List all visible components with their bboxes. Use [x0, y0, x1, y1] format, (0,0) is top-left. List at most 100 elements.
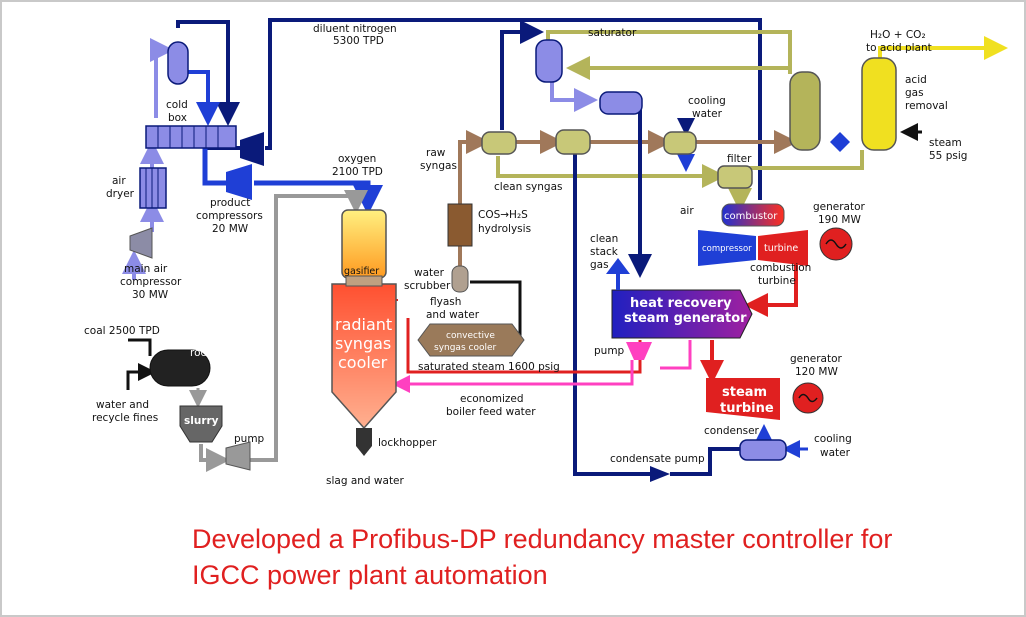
air-dryer — [139, 167, 167, 209]
label-clean-syngas: clean syngas — [494, 181, 563, 193]
label-generator-bottom-mw: 120 MW — [795, 366, 838, 378]
label-air: air — [680, 205, 694, 217]
label-main-air-3: 30 MW — [132, 289, 169, 301]
label-gasifier: gasifier — [344, 266, 379, 277]
label-pump-slurry: pump — [234, 433, 265, 445]
convective-syngas-cooler — [417, 323, 525, 357]
label-water-bottom: water — [820, 447, 851, 459]
lockhopper — [356, 428, 372, 456]
gas-turbine — [758, 230, 808, 266]
label-air-dryer-1: air — [112, 175, 126, 187]
label-steam-turbine-2: turbine — [720, 401, 774, 416]
condensate-pump — [650, 466, 670, 482]
label-filter: filter — [727, 153, 752, 165]
product-compressor — [226, 164, 252, 200]
label-saturated-steam: saturated steam 1600 psig — [418, 361, 560, 373]
label-product-compressors-3: 20 MW — [212, 223, 249, 235]
coldbox-air-line — [150, 38, 174, 118]
boiler-feed-up-line — [660, 340, 692, 370]
label-gas: gas — [905, 87, 924, 99]
label-acid: acid — [905, 74, 927, 86]
coal-feed-line — [128, 338, 152, 356]
clean-syngas-line — [496, 156, 726, 188]
slurry-feed-line — [250, 190, 368, 462]
water-feed-line — [126, 363, 156, 390]
label-radiant-2: syngas — [335, 334, 391, 353]
condensate-pump-line — [670, 447, 740, 476]
acid-gas-stripper — [861, 57, 897, 151]
label-combustion-turbine-1: combustion — [750, 262, 811, 274]
clean-stack-arrow — [606, 258, 630, 274]
saturator-column — [535, 39, 563, 83]
turbine-exhaust-line — [744, 258, 798, 317]
label-turbine: turbine — [764, 243, 798, 254]
label-economized-1: economized — [460, 393, 524, 405]
saturator-exchanger — [599, 91, 643, 115]
radiant-syngas-cooler — [331, 283, 397, 430]
label-oxygen-tpd: 2100 TPD — [332, 166, 383, 178]
slide-caption: Developed a Profibus-DP redundancy maste… — [192, 521, 1012, 593]
label-oxygen: oxygen — [338, 153, 376, 165]
rod-mill — [149, 349, 211, 387]
clean-syngas-return-line — [740, 150, 864, 170]
label-clean-stack-2: stack — [590, 246, 619, 258]
exchanger-3 — [663, 131, 697, 155]
label-condenser: condenser — [704, 425, 760, 437]
filter — [717, 165, 753, 189]
label-radiant-1: radiant — [335, 315, 392, 334]
saturator-loop-line — [546, 30, 792, 74]
label-water-scrubber-1: water — [414, 267, 445, 279]
label-lockhopper: lockhopper — [378, 437, 437, 449]
steam-turbine-body — [706, 378, 780, 420]
label-slag: slag and water — [326, 475, 405, 487]
label-cooling-bottom: cooling — [814, 433, 852, 445]
water-scrubber — [451, 265, 469, 293]
label-steam-psig: 55 psig — [929, 150, 967, 162]
label-slurry: slurry — [184, 415, 219, 427]
hrsg-body — [611, 289, 753, 339]
label-combustor: combustor — [724, 211, 778, 222]
label-convective-1: convective — [446, 331, 495, 341]
label-raw-syngas: syngas — [420, 160, 457, 172]
label-steam-turbine-1: steam — [722, 385, 767, 400]
label-cooling-top: cooling — [688, 95, 726, 107]
label-flyash-2: and water — [426, 309, 480, 321]
label-box: box — [168, 112, 187, 124]
label-convective-2: syngas cooler — [434, 343, 496, 353]
label-heat-recovery-1: heat recovery — [630, 296, 732, 311]
coldbox-inner-line — [186, 70, 220, 126]
label-condensate-pump: condensate pump — [610, 453, 705, 465]
label-product-compressors-1: product — [210, 197, 250, 209]
caption-line-1: Developed a Profibus-DP redundancy maste… — [192, 524, 893, 554]
label-diluent-nitrogen-tpd: 5300 TPD — [333, 35, 384, 47]
label-removal: removal — [905, 100, 948, 112]
label-water-scrubber-2: scrubber — [404, 280, 451, 292]
cold-box-exchanger — [145, 125, 237, 149]
label-radiant-3: cooler — [338, 353, 388, 372]
label-coal: coal 2500 TPD — [84, 325, 160, 337]
label-compressor: compressor — [702, 244, 752, 254]
combustor — [721, 203, 785, 227]
label-heat-recovery-2: steam generator — [624, 311, 747, 326]
label-combustion-turbine-2: turbine — [758, 275, 796, 287]
gas-compressor — [698, 230, 756, 266]
exchanger-1 — [481, 131, 517, 155]
label-main-air-1: main air — [124, 263, 168, 275]
acid-gas-valve — [830, 132, 850, 152]
label-product-compressors-2: compressors — [196, 210, 263, 222]
main-air-compressor — [129, 227, 153, 259]
exchanger-2 — [555, 129, 591, 155]
label-rod-mill: rod mill — [190, 347, 230, 359]
saturator-lav-line — [550, 80, 598, 112]
cos-hydrolysis-bed — [447, 203, 473, 247]
label-pump-hrsg: pump — [594, 345, 625, 357]
label-generator-top: generator — [813, 201, 866, 213]
saturator-dark-line — [500, 20, 544, 130]
slurry-tank — [179, 405, 223, 443]
label-water-recycle-2: recycle fines — [92, 412, 158, 424]
label-clean-stack-3: gas — [590, 259, 609, 271]
label-clean-stack-1: clean — [590, 233, 618, 245]
generator-120-wave — [798, 393, 818, 403]
